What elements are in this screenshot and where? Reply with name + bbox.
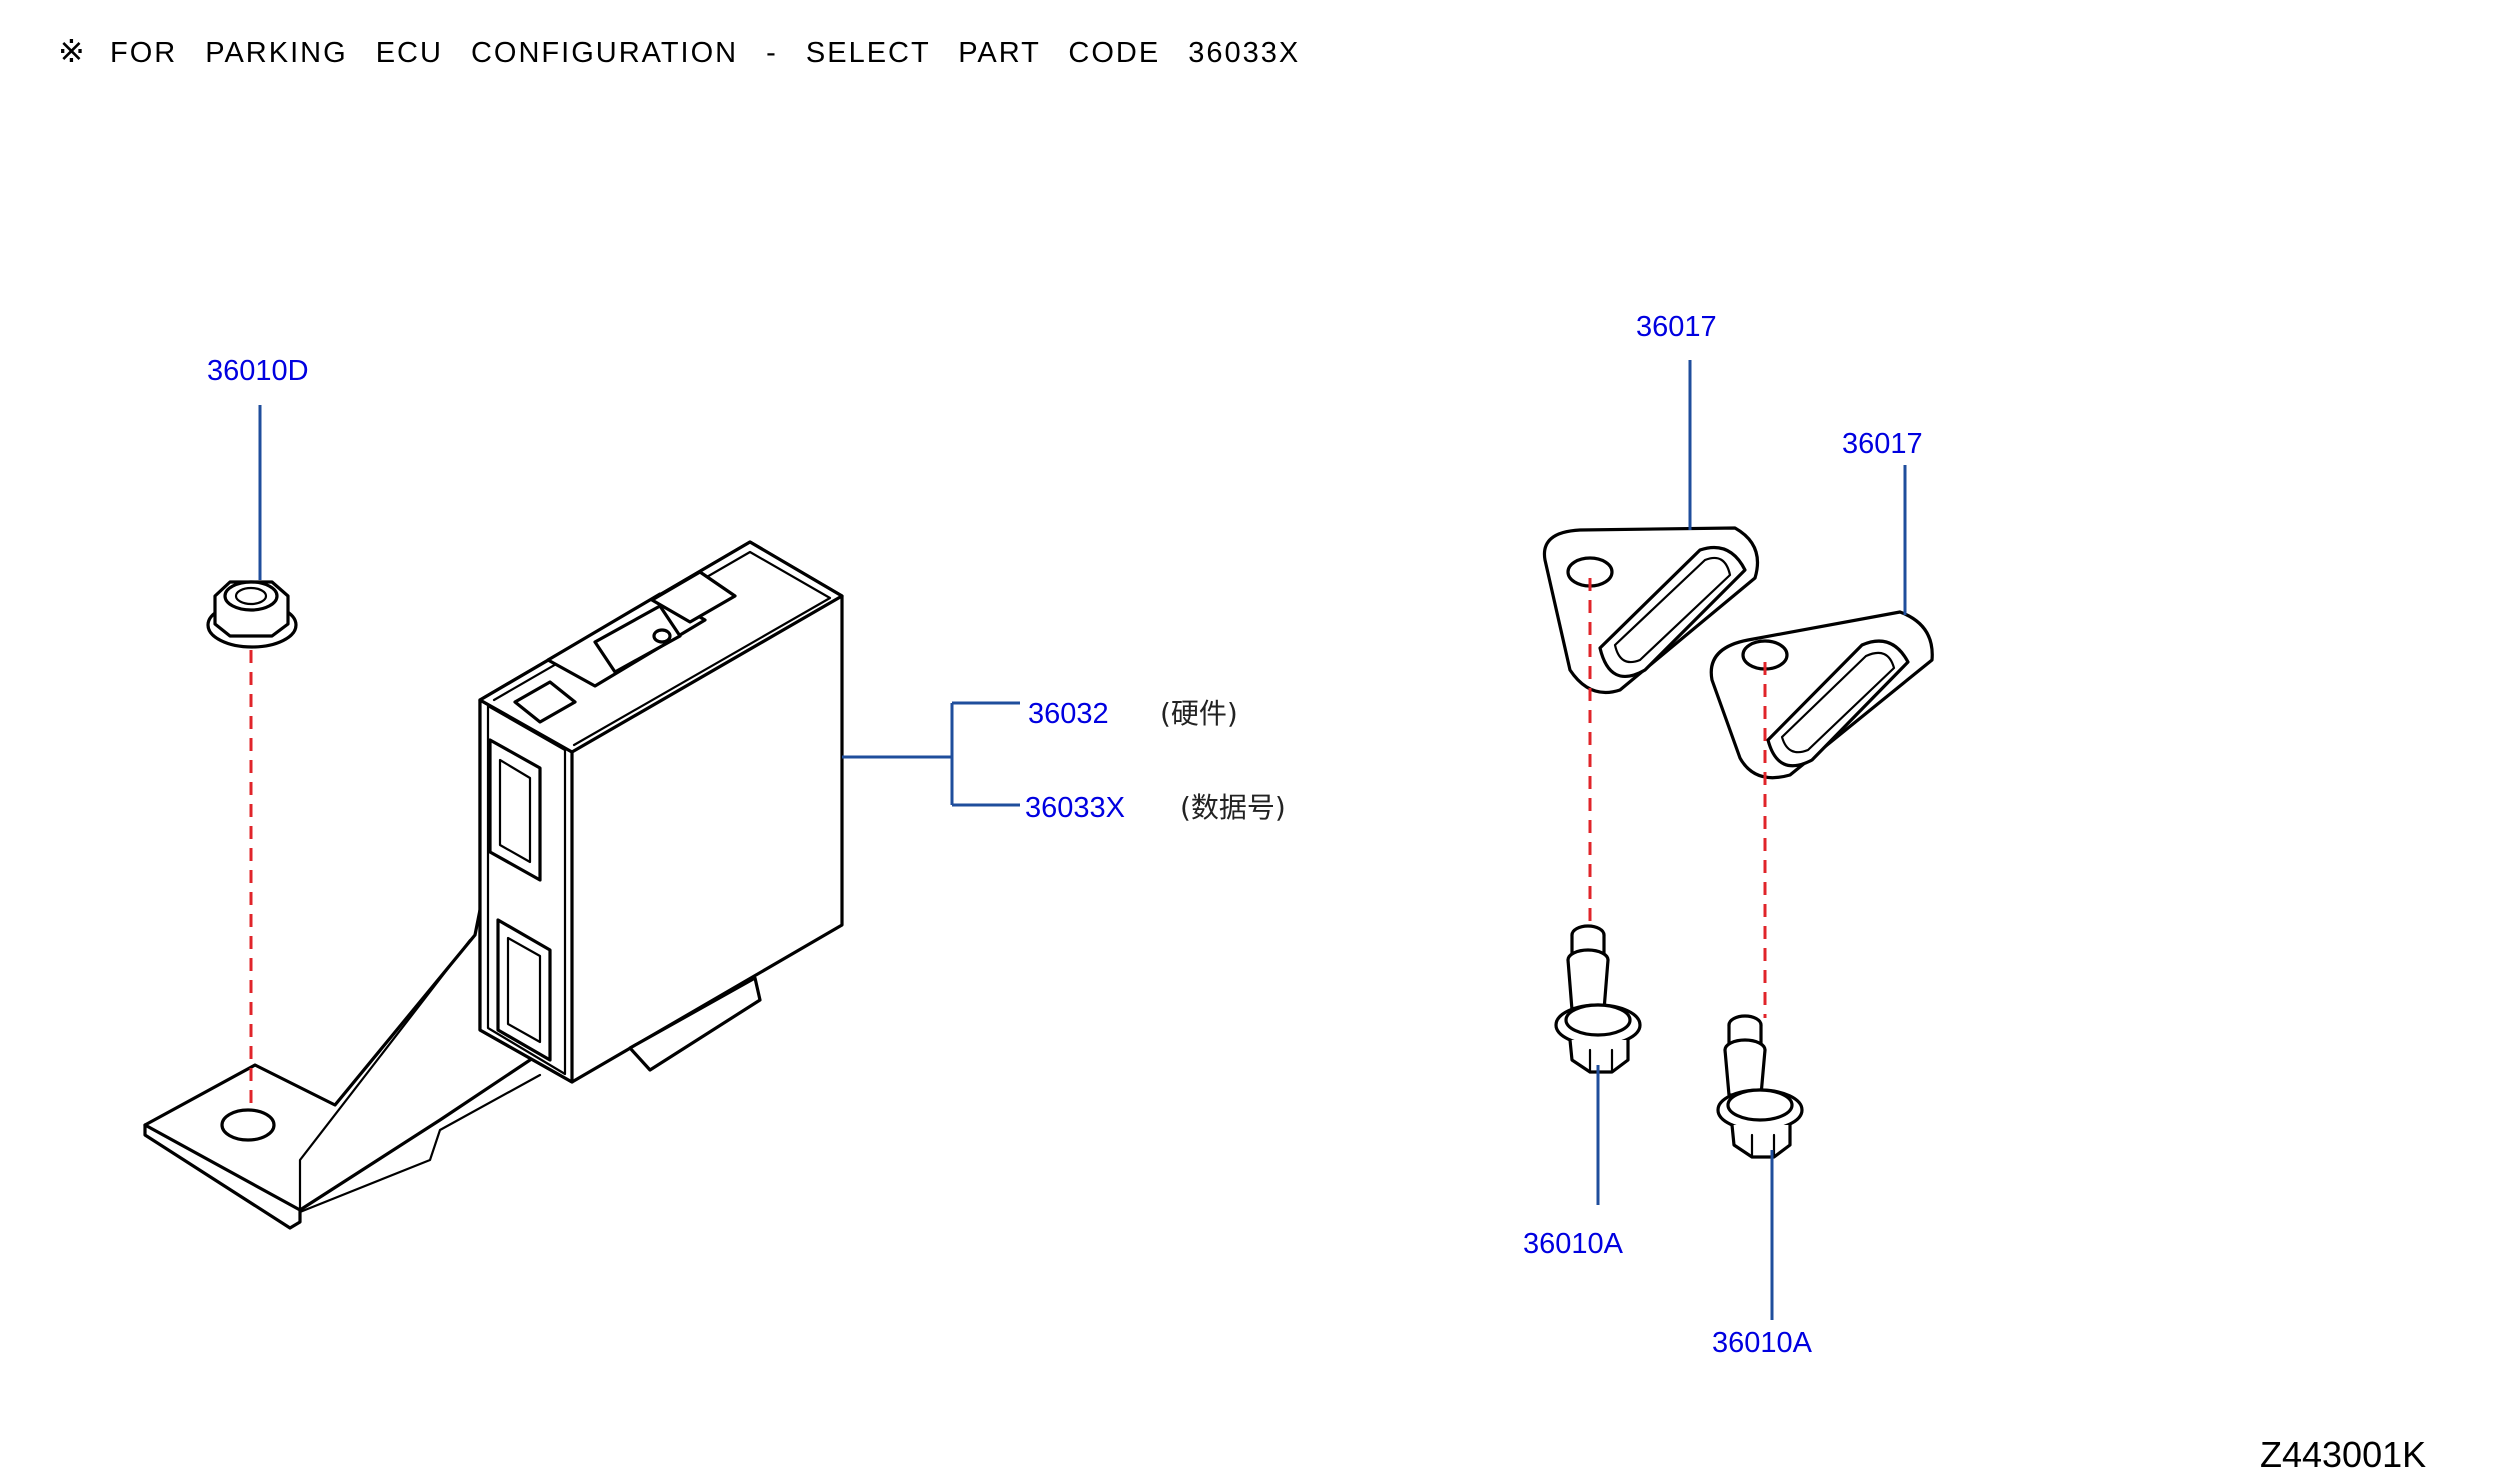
- grommet-right: [1709, 610, 1934, 780]
- callout-ecu-hardware-note: (硬件): [1160, 697, 1238, 730]
- page-title: FOR PARKING ECU CONFIGURATION - SELECT P…: [110, 37, 1300, 69]
- callout-ecu-data-note: (数据号): [1180, 791, 1286, 824]
- header-symbol: ※: [58, 33, 87, 69]
- bolt-left: [1554, 924, 1642, 1074]
- callout-ecu-data: 36033X: [1025, 792, 1125, 824]
- parking-ecu-unit: [478, 540, 844, 1084]
- callout-grommet-left: 36017: [1636, 311, 1717, 343]
- callout-bolt-right: 36010A: [1712, 1327, 1813, 1359]
- callout-grommet-right: 36017: [1842, 428, 1923, 460]
- flange-nut: [206, 580, 298, 649]
- diagram-code: Z443001K: [2260, 1434, 2426, 1475]
- callout-ecu-hardware: 36032: [1028, 698, 1109, 730]
- bolt-right: [1716, 1014, 1804, 1159]
- grommet-left: [1542, 526, 1760, 695]
- callout-bolt-left: 36010A: [1523, 1228, 1624, 1260]
- leader-ecu: [842, 701, 1020, 807]
- callout-nut: 36010D: [207, 355, 309, 387]
